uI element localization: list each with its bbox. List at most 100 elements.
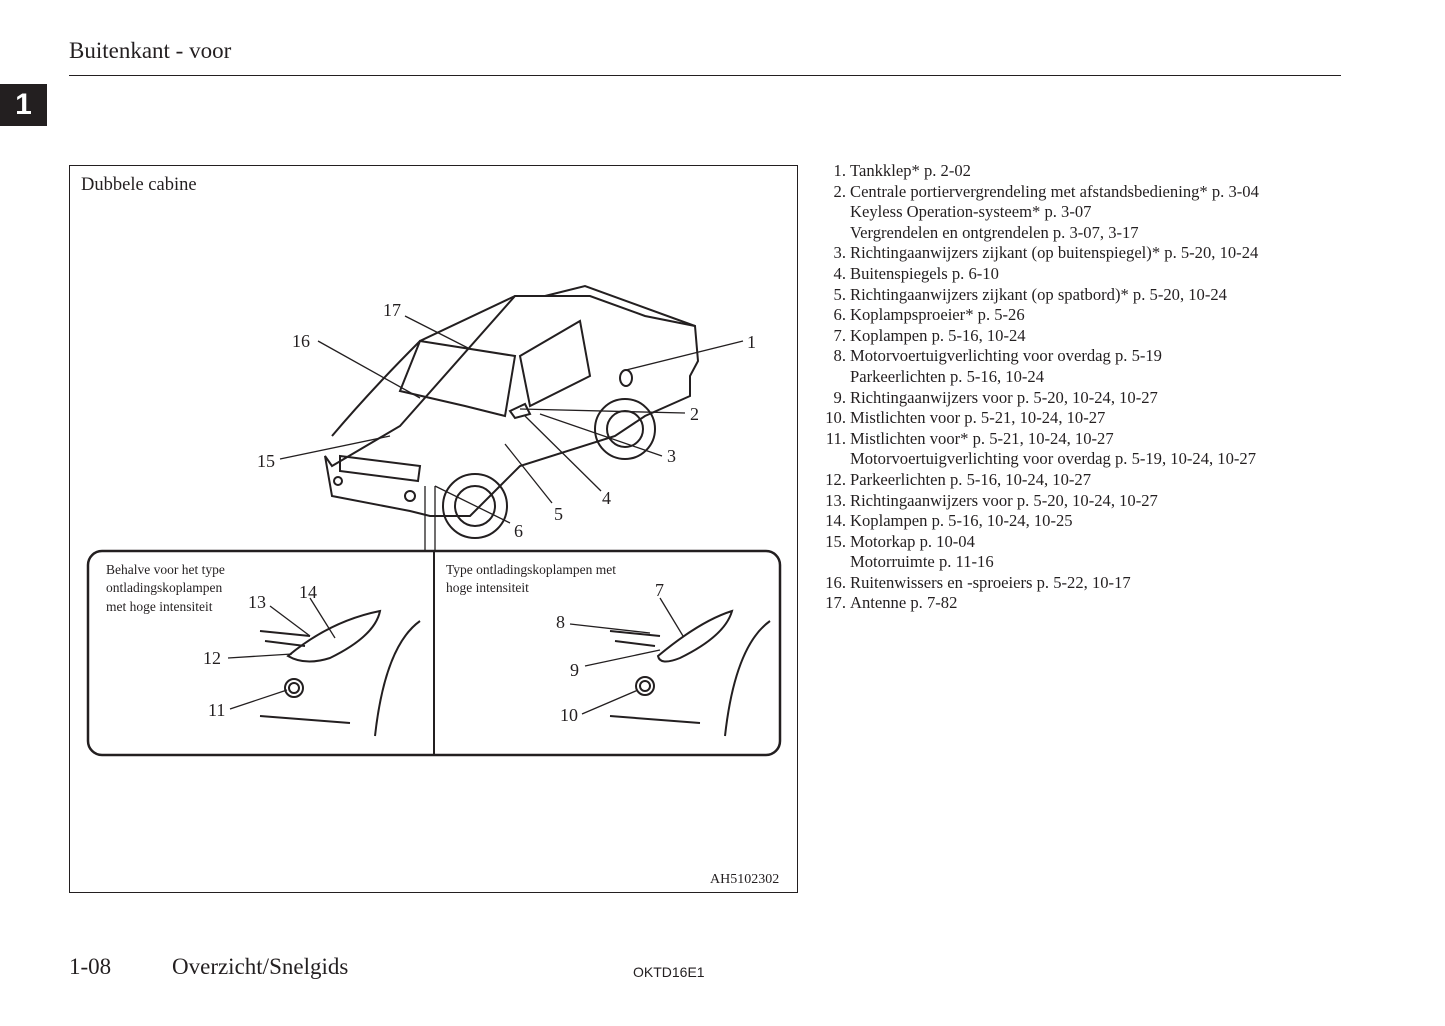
list-item-number: 12. [825,469,846,489]
list-item-text: Mistlichten voor p. 5-21, 10-24, 10-27 [850,408,1106,428]
list-item: 5.Richtingaanwijzers zijkant (op spatbor… [812,285,1259,306]
callout-14: 14 [299,582,317,602]
list-item: 3.Richtingaanwijzers zijkant (op buitens… [812,243,1259,264]
callout-6: 6 [514,521,523,541]
callout-1: 1 [747,332,756,352]
list-item: 15.Motorkap p. 10-04 [812,532,1259,553]
inset-left-caption: Behalve voor het type ontladingskoplampe… [106,562,228,614]
list-item-text: Koplampsproeier* p. 5-26 [850,305,1025,325]
section-name: Overzicht/Snelgids [172,954,349,979]
list-item-number: 8. [833,346,846,366]
list-item: 2.Centrale portiervergrendeling met afst… [812,182,1259,203]
list-item-text: Parkeerlichten p. 5-16, 10-24, 10-27 [850,469,1092,489]
list-item-number: 16. [825,572,846,592]
list-item: 16.Ruitenwissers en -sproeiers p. 5-22, … [812,573,1259,594]
list-item: Motorvoertuigverlichting voor overdag p.… [812,449,1259,470]
list-item: 8.Motorvoertuigverlichting voor overdag … [812,346,1259,367]
list-item: 13.Richtingaanwijzers voor p. 5-20, 10-2… [812,491,1259,512]
list-item-text: Motorvoertuigverlichting voor overdag p.… [850,449,1257,469]
list-item-number: 10. [825,408,846,428]
list-item: 9.Richtingaanwijzers voor p. 5-20, 10-24… [812,388,1259,409]
headlamp-details [259,609,771,737]
list-item-text: Motorvoertuigverlichting voor overdag p.… [850,346,1162,366]
list-item-number [812,449,846,470]
list-item-number: 3. [833,243,846,263]
inset-right-caption: Type ontladingskoplampen met hoge intens… [446,562,619,595]
list-item-text: Buitenspiegels p. 6-10 [850,263,999,283]
list-item-number: 14. [825,511,846,531]
list-item-text: Koplampen p. 5-16, 10-24, 10-25 [850,511,1073,531]
list-item-text: Motorruimte p. 11-16 [850,552,994,572]
list-item-number [812,367,846,388]
list-item-number: 1. [833,161,846,180]
list-item: 11.Mistlichten voor* p. 5-21, 10-24, 10-… [812,429,1259,450]
callout-13: 13 [248,592,266,612]
list-item: 6.Koplampsproeier* p. 5-26 [812,305,1259,326]
list-item-text: Parkeerlichten p. 5-16, 10-24 [850,366,1044,386]
list-item-text: Richtingaanwijzers zijkant (op buitenspi… [850,243,1259,263]
header-rule [69,75,1341,76]
callout-3: 3 [667,446,676,466]
list-item-text: Vergrendelen en ontgrendelen p. 3-07, 3-… [850,222,1139,242]
callout-lines [279,315,744,551]
list-item-number: 13. [825,490,846,510]
list-item-number [812,223,846,244]
list-item: 4.Buitenspiegels p. 6-10 [812,264,1259,285]
callout-12: 12 [203,648,221,668]
list-item-number: 5. [833,284,846,304]
callout-2: 2 [690,404,699,424]
list-item-number: 6. [833,305,846,325]
list-item-text: Ruitenwissers en -sproeiers p. 5-22, 10-… [850,572,1131,592]
truck-illustration [324,284,700,539]
list-item-text: Tankklep* p. 2-02 [850,161,971,180]
list-item-number: 17. [825,593,846,613]
page-number: 1-08 [69,954,112,979]
list-item-number [812,202,846,223]
vehicle-figure: Dubbele cabine 17 16 1 2 3 4 5 6 15 [69,165,798,893]
list-item: Keyless Operation-systeem* p. 3-07 [812,202,1259,223]
svg-text:17 16 1 2 3: 17 16 1 2 3 4 5 6 15 [257,300,761,541]
callout-10: 10 [560,705,578,725]
callout-9: 9 [570,660,579,680]
document-code: OKTD16E1 [633,964,705,980]
list-item-text: Mistlichten voor* p. 5-21, 10-24, 10-27 [850,428,1114,448]
svg-text:13 14 12 11 7: 13 14 12 11 7 8 9 10 [203,580,669,725]
callout-11: 11 [208,700,225,720]
list-item: Motorruimte p. 11-16 [812,552,1259,573]
callout-15: 15 [257,451,275,471]
list-item: Vergrendelen en ontgrendelen p. 3-07, 3-… [812,223,1259,244]
list-item-number: 2. [833,181,846,201]
callout-16: 16 [292,331,310,351]
callout-8: 8 [556,612,565,632]
list-item-number: 15. [825,531,846,551]
list-item-text: Richtingaanwijzers zijkant (op spatbord)… [850,284,1227,304]
list-item-text: Antenne p. 7-82 [850,593,958,613]
figure-title: Dubbele cabine [81,175,197,195]
list-item: 7.Koplampen p. 5-16, 10-24 [812,326,1259,347]
figure-code: AH5102302 [710,872,779,887]
list-item-number: 9. [833,387,846,407]
list-item: Parkeerlichten p. 5-16, 10-24 [812,367,1259,388]
callout-4: 4 [602,488,611,508]
list-item: 14.Koplampen p. 5-16, 10-24, 10-25 [812,511,1259,532]
list-item-number: 11. [825,428,846,448]
list-item: 17.Antenne p. 7-82 [812,593,1259,614]
list-item-text: Koplampen p. 5-16, 10-24 [850,325,1026,345]
list-item-text: Richtingaanwijzers voor p. 5-20, 10-24, … [850,387,1158,407]
list-item: 1.Tankklep* p. 2-02 [812,161,1259,182]
list-item-text: Richtingaanwijzers voor p. 5-20, 10-24, … [850,490,1158,510]
list-item-number: 7. [833,325,846,345]
list-item-text: Motorkap p. 10-04 [850,531,975,551]
list-item-text: Centrale portiervergrendeling met afstan… [850,181,1259,201]
list-item-text: Keyless Operation-systeem* p. 3-07 [850,202,1092,222]
callout-7: 7 [655,580,664,600]
chapter-tab: 1 [0,84,47,126]
callout-17: 17 [383,300,401,320]
callout-5: 5 [554,504,563,524]
list-item-number [812,552,846,573]
list-item: 12.Parkeerlichten p. 5-16, 10-24, 10-27 [812,470,1259,491]
list-item: 10.Mistlichten voor p. 5-21, 10-24, 10-2… [812,408,1259,429]
list-item-number: 4. [833,263,846,283]
page-title: Buitenkant - voor [69,38,232,63]
